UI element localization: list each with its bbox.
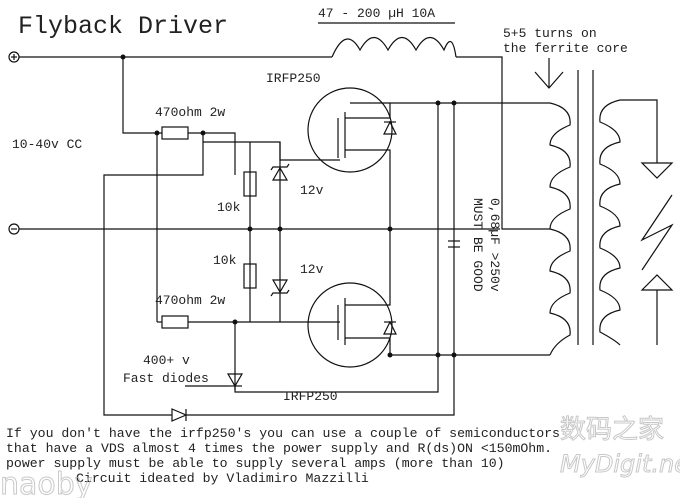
note-line: that have a VDS almost 4 times the power… [6,441,552,456]
transformer-note-1: 5+5 turns on [503,26,597,41]
fast-diode-2 [171,408,188,422]
junction [154,130,160,136]
junction [435,352,441,358]
diodes-label-2: Fast diodes [123,371,209,386]
transformer-note-2: the ferrite core [503,41,628,56]
plus-terminal [8,51,20,63]
wire [103,133,204,416]
capacitor [448,240,460,248]
junction [277,226,283,232]
inductor [19,36,550,230]
junction [451,352,457,358]
capacitor-label: 0,68µF >250v [487,198,502,292]
wire [186,103,455,416]
zener-top [270,163,290,181]
resistor-470-bottom [161,315,189,329]
watermark-logo: MyDigit.net [560,450,680,478]
primary-winding [549,102,571,356]
secondary-winding [599,99,621,346]
capacitor-warning: MUST BE GOOD [470,198,485,292]
supply-label: 10-40v CC [12,137,82,152]
credit-line: Circuit ideated by Vladimiro Mazzilli [76,471,369,486]
mosfet-bottom [307,229,550,368]
note-line: power supply must be able to supply seve… [6,456,505,471]
minus-terminal [8,223,20,235]
zener-top-label: 12v [300,183,324,198]
mosfet-top-label: IRFP250 [266,71,321,86]
diagram-title: Flyback Driver [18,12,228,41]
spark-gap-top [640,162,674,179]
spark-icon [640,194,674,271]
resistor-10k-top-label: 10k [217,200,241,215]
resistor-10k-bottom-label: 10k [213,253,237,268]
wire [122,57,162,134]
arrow-down-icon [534,58,564,89]
resistor-10k-bottom [243,263,257,289]
wire [203,141,340,161]
inductor-label: 47 - 200 µH 10A [318,6,435,21]
mosfet-top [307,87,397,229]
zener-bottom [270,279,290,297]
resistor-top-label: 470ohm 2w [155,105,225,120]
spark-gap-bottom [640,274,674,291]
junction [387,352,393,358]
junction [247,226,253,232]
diodes-label-1: 400+ v [143,353,190,368]
wire [620,99,658,163]
watermark-logo: naoby [0,467,93,498]
mosfet-bottom-label: IRFP250 [283,389,338,404]
resistor-470-top [161,126,189,140]
wire [234,103,439,393]
watermark-logo: 数码之家 [560,415,664,445]
resistor-bottom-label: 470ohm 2w [155,293,225,308]
junction [387,226,393,232]
wire [188,132,236,175]
zener-bottom-label: 12v [300,262,324,277]
resistor-10k-top [243,171,257,197]
note-line: If you don't have the irfp250's you can … [6,426,560,441]
